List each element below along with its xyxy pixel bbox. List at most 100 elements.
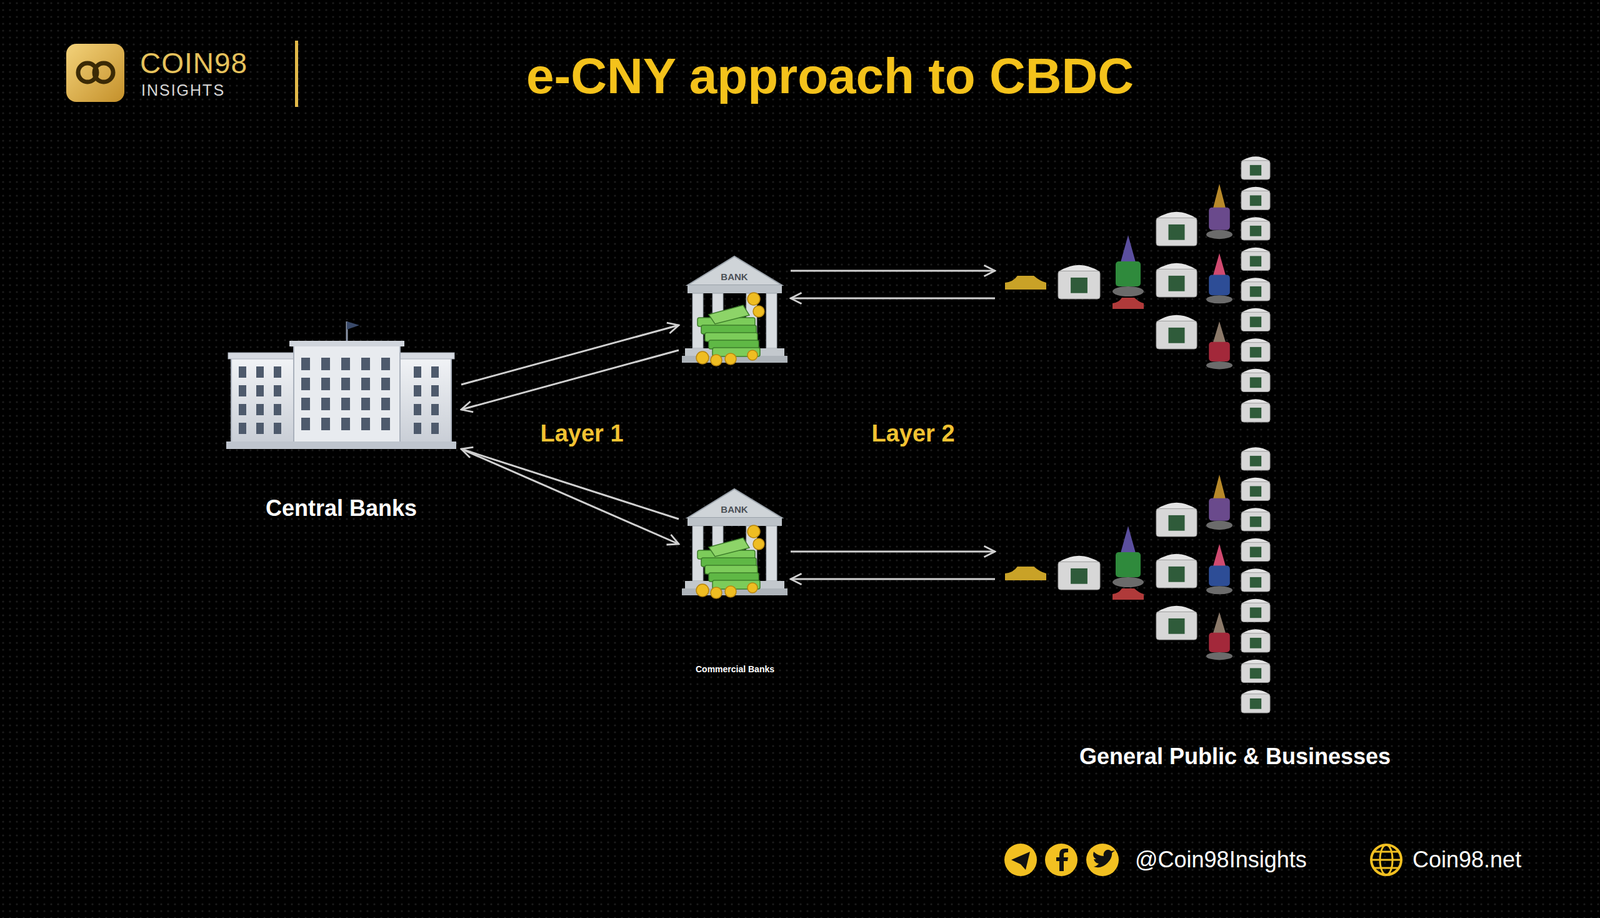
- window: [273, 385, 282, 397]
- social-handle: @Coin98Insights: [1135, 846, 1307, 872]
- window: [301, 357, 310, 370]
- public-cluster: [1005, 156, 1270, 713]
- window: [431, 422, 439, 434]
- node-heading: Central Banks: [265, 495, 417, 521]
- building-icon: [1156, 605, 1197, 640]
- building-icon: [1241, 338, 1270, 362]
- window: [381, 417, 390, 430]
- flow-arrow: [461, 350, 679, 410]
- window: [413, 385, 422, 397]
- building-icon: [1156, 315, 1197, 349]
- social-icons: [1004, 843, 1402, 876]
- window: [413, 403, 422, 415]
- commercial-bank-icon: [681, 256, 788, 366]
- window: [256, 366, 264, 378]
- window: [273, 366, 282, 378]
- brand-name: COIN98: [140, 46, 248, 80]
- building-icon: [1241, 277, 1270, 301]
- flow-arrow: [461, 448, 679, 519]
- window: [273, 403, 282, 415]
- flow-arrow: [461, 325, 679, 385]
- window: [381, 377, 390, 390]
- car-icon: [1005, 275, 1047, 290]
- building-icon: [1241, 538, 1270, 562]
- window: [256, 403, 264, 415]
- person-icon: [1206, 611, 1233, 660]
- window: [301, 377, 310, 390]
- building-icon: [1241, 398, 1270, 422]
- node-heading: Commercial Banks: [695, 663, 775, 674]
- building-icon: [1156, 263, 1197, 297]
- building-icon: [1241, 628, 1270, 652]
- flow-arrow: [790, 297, 995, 300]
- window: [431, 403, 439, 415]
- building-icon: [1241, 156, 1270, 180]
- window: [321, 417, 330, 430]
- window: [238, 422, 247, 434]
- person-icon: [1206, 474, 1233, 530]
- window: [321, 357, 330, 370]
- window: [341, 397, 350, 410]
- window: [256, 422, 264, 434]
- window: [301, 417, 310, 430]
- website-url: Coin98.net: [1412, 846, 1522, 872]
- node-heading: General Public & Businesses: [1079, 743, 1391, 769]
- window: [256, 385, 264, 397]
- public-group: General Public & Businesses: [1000, 150, 1282, 713]
- window: [381, 397, 390, 410]
- window: [273, 422, 282, 434]
- flow-arrow: [461, 448, 679, 544]
- building-icon: [1241, 247, 1270, 271]
- window: [301, 397, 310, 410]
- building-icon: [1156, 502, 1197, 537]
- window: [361, 417, 370, 430]
- person-icon: [1206, 253, 1233, 304]
- flow-arrow: [790, 578, 995, 580]
- building-icon: [1241, 659, 1270, 683]
- window: [361, 397, 370, 410]
- flow-arrow: [790, 550, 995, 553]
- window: [238, 403, 247, 415]
- window: [238, 385, 247, 397]
- building-icon: [1241, 186, 1270, 210]
- window: [431, 366, 439, 378]
- car-icon: [1005, 566, 1047, 580]
- brand-subtitle: INSIGHTS: [141, 81, 225, 100]
- layer-label: Layer 2: [871, 420, 955, 448]
- building-icon: [1241, 477, 1270, 501]
- layer-label: Layer 1: [540, 420, 624, 448]
- person-icon: [1206, 183, 1233, 239]
- logo-mark: [66, 40, 299, 107]
- building-icon: [1241, 507, 1270, 531]
- building-icon: [1156, 553, 1197, 588]
- car-icon: [1112, 588, 1144, 600]
- building-icon: [1156, 211, 1197, 246]
- bank-sign: BANK: [720, 271, 748, 282]
- building-icon: [1058, 265, 1100, 299]
- building-icon: [1241, 568, 1270, 592]
- building-icon: [1058, 555, 1100, 590]
- building-icon: [1241, 368, 1270, 392]
- window: [341, 417, 350, 430]
- person-icon: [1112, 525, 1144, 587]
- window: [341, 357, 350, 370]
- central-bank-building: [226, 321, 457, 449]
- window: [321, 377, 330, 390]
- flow-arrow: [790, 270, 995, 272]
- commercial-bank: BANK: [683, 255, 786, 368]
- bank-sign: BANK: [720, 503, 748, 515]
- commercial-bank: BANKCommercial Banks: [683, 487, 786, 600]
- car-icon: [1112, 297, 1144, 309]
- window: [381, 357, 390, 370]
- person-icon: [1206, 543, 1233, 594]
- window: [413, 422, 422, 434]
- window: [361, 377, 370, 390]
- window: [361, 357, 370, 370]
- window: [341, 377, 350, 390]
